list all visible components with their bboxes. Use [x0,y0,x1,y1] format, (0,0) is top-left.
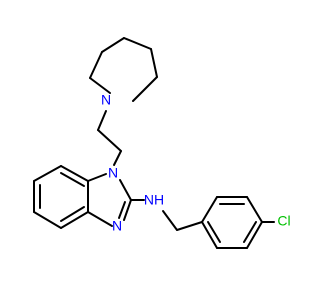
bond [176,221,203,231]
bond [201,221,218,249]
benzylamine-linker [130,199,203,231]
imidazole-n3-label: N [112,218,122,234]
bond [60,211,89,229]
bond [89,51,103,79]
bond [207,221,221,243]
bond [33,211,62,229]
bond [119,179,132,201]
imidazole-ring [87,173,132,227]
bond [97,110,107,131]
bond [113,150,122,166]
bond [132,76,158,102]
chlorophenyl-ring [201,196,263,249]
bond [118,201,126,219]
bond [87,173,107,182]
bond [60,172,85,187]
imidazole-n1-label: N [108,165,118,181]
chlorine-label: Cl [277,213,290,229]
bond [246,196,263,223]
molecule-canvas: N N N NH Cl [33,37,291,249]
amine-nh-label: NH [144,192,164,208]
bond [162,210,178,231]
bond [60,165,89,182]
structure-diagram: N N N NH Cl [33,37,291,249]
bond [123,199,132,221]
benzene-ring [33,165,89,229]
bond [89,77,111,94]
bond [246,221,263,249]
bond [97,129,122,152]
bond [60,206,85,222]
bond [123,37,152,50]
piperidine-ring [89,37,158,102]
bond [243,221,257,243]
ethyl-linker [97,110,122,166]
piperidine-nitrogen-label: N [101,92,111,108]
bond [150,48,158,78]
bond [87,211,113,227]
bond [101,37,125,53]
bond [33,165,62,182]
bond [201,196,218,223]
